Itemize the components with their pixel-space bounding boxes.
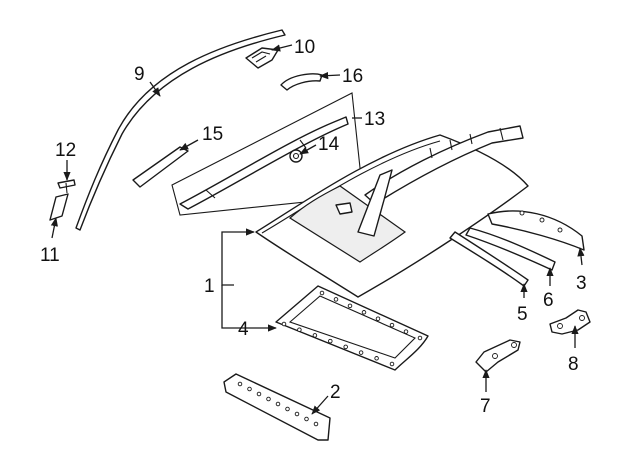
part-3-rear-rail	[487, 210, 585, 251]
part-16-molding	[280, 73, 323, 91]
mounting-hole	[358, 350, 364, 355]
callout-8: 8	[568, 354, 579, 375]
leader-11	[50, 217, 58, 239]
mounting-hole	[328, 338, 333, 344]
callout-14: 14	[318, 134, 340, 155]
mounting-hole	[374, 356, 379, 361]
mounting-hole	[343, 344, 348, 350]
mounting-hole	[247, 386, 252, 392]
part-15-molding	[132, 146, 189, 188]
part-4-sunroof-frame	[275, 285, 429, 371]
callout-9: 9	[134, 64, 145, 85]
part-9-windshield-molding	[75, 29, 286, 231]
callout-1: 1	[204, 276, 215, 297]
mounting-hole	[237, 381, 243, 387]
mounting-hole	[294, 411, 300, 417]
mounting-hole	[312, 333, 318, 338]
callout-16: 16	[342, 66, 363, 87]
part-1-roof-panel	[255, 125, 529, 298]
part-12-clip	[57, 179, 76, 194]
callout-11: 11	[40, 245, 60, 266]
part-2-front-header	[223, 373, 331, 441]
leader-2	[311, 395, 329, 415]
mounting-hole	[417, 335, 423, 341]
part-8-bracket	[549, 309, 591, 335]
callout-labels: 10 16 9 13 15 14 12 11 1 4 2 3 6 5 7 8	[40, 37, 587, 417]
part-10-clip	[245, 47, 279, 69]
callout-13: 13	[364, 109, 385, 130]
callout-3: 3	[576, 273, 587, 294]
leader-lines	[50, 44, 585, 415]
callout-6: 6	[543, 290, 554, 311]
mounting-hole	[389, 361, 395, 367]
part-7-bracket	[475, 339, 521, 373]
mounting-hole	[347, 303, 353, 309]
mounting-hole	[375, 316, 381, 321]
mounting-hole	[281, 321, 287, 327]
mounting-hole	[256, 391, 262, 397]
mounting-hole	[333, 297, 339, 302]
callout-5: 5	[517, 304, 528, 325]
leader-10	[271, 44, 293, 52]
mounting-hole	[403, 329, 409, 334]
mounting-hole	[285, 406, 290, 412]
mounting-hole	[275, 401, 281, 407]
callout-15: 15	[202, 124, 223, 145]
mounting-hole	[297, 327, 302, 332]
mounting-hole	[389, 322, 395, 328]
mounting-hole	[313, 421, 319, 427]
callout-2: 2	[330, 382, 341, 403]
leader-4	[221, 285, 277, 332]
part-11-end-cap	[49, 193, 69, 221]
callout-4: 4	[238, 319, 249, 340]
callout-7: 7	[480, 396, 491, 417]
part-14-fastener	[289, 149, 303, 163]
leader-3	[577, 247, 585, 266]
mounting-hole	[319, 290, 325, 296]
mounting-hole	[304, 416, 309, 422]
leader-14	[299, 144, 317, 155]
mounting-hole	[266, 396, 271, 402]
leader-15	[179, 139, 199, 151]
leader-16	[319, 71, 341, 80]
callout-10: 10	[294, 37, 315, 58]
leader-1	[221, 228, 255, 286]
callout-12: 12	[55, 140, 76, 161]
leader-9	[149, 81, 161, 97]
mounting-hole	[361, 310, 367, 315]
